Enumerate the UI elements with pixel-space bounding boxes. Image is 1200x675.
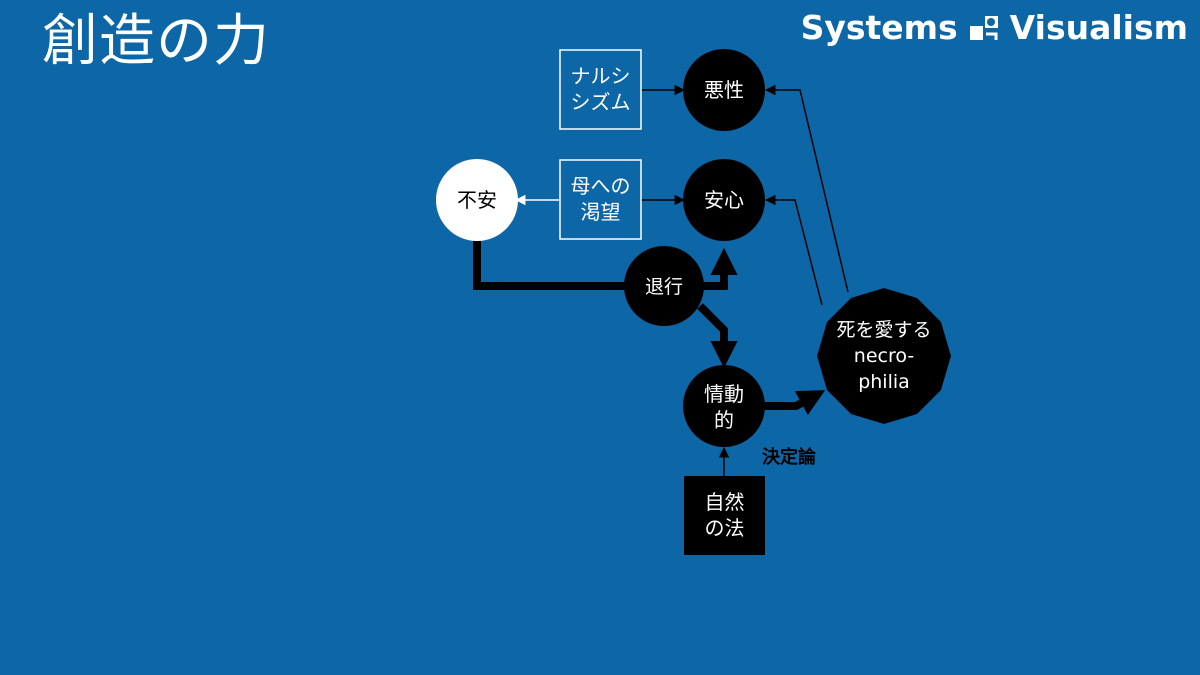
node-shizen-line2: の法 (705, 516, 745, 540)
node-akusei: 悪性 (683, 49, 765, 131)
node-narcissism-line2: シズム (571, 90, 631, 114)
brand-name-right: Visualism (1009, 8, 1188, 47)
brand-logo: Systems Visualism (801, 6, 1188, 50)
node-anshin-label: 安心 (704, 188, 744, 212)
node-shizen: 自然 の法 (684, 476, 765, 555)
node-necro-line2: necro- (854, 345, 914, 367)
edge-jodo-to-necro (764, 390, 826, 416)
annotation-determinism: 決定論 (762, 446, 817, 468)
edge-fuan-to-taiko (473, 238, 626, 290)
node-necro-line3: philia (858, 371, 910, 393)
node-anshin: 安心 (683, 159, 765, 241)
brand-name-left: Systems (800, 8, 958, 47)
node-taiko-label: 退行 (645, 276, 683, 298)
edge-taiko-to-jodo (697, 303, 738, 369)
edge-necro-to-akusei (764, 84, 849, 293)
node-necrophilia-shape (817, 288, 951, 424)
node-akusei-label: 悪性 (704, 78, 744, 102)
systems-visualism-logo-icon (969, 16, 998, 40)
node-jodo-line2: 的 (714, 408, 734, 432)
node-fuan: 不安 (436, 159, 518, 241)
node-haha: 母への 渇望 (559, 159, 642, 240)
node-jodo-line1: 情動 (704, 382, 744, 406)
node-fuan-label: 不安 (457, 188, 497, 212)
node-haha-line2: 渇望 (581, 200, 621, 224)
node-jodo: 情動 的 (683, 365, 765, 447)
node-necrophilia: 死を愛する necro- philia (817, 288, 951, 424)
node-haha-line1: 母への (571, 174, 631, 198)
node-narcissism-line1: ナルシ (571, 64, 631, 88)
page-title: 創造の力 (42, 9, 270, 74)
node-shizen-line1: 自然 (705, 490, 745, 514)
edge-taiko-to-anshin (702, 247, 738, 290)
node-taiko: 退行 (624, 246, 704, 326)
node-narcissism: ナルシ シズム (559, 49, 642, 130)
node-necro-line1: 死を愛する (836, 319, 931, 341)
edge-necro-to-anshin (764, 194, 823, 306)
